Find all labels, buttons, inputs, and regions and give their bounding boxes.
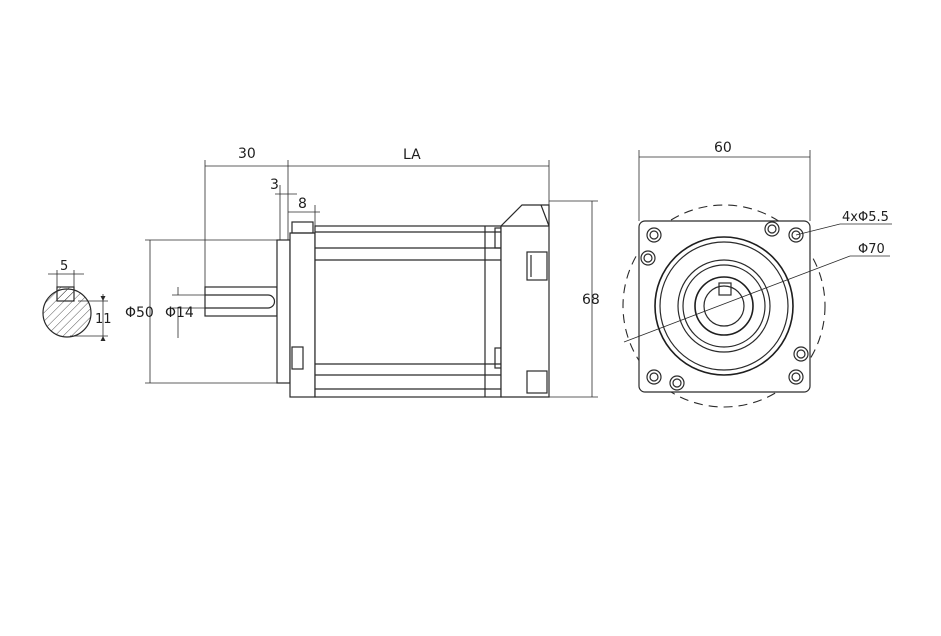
motor-side-view	[204, 204, 550, 398]
key-width-label: 5	[60, 259, 68, 274]
motor-front-view	[622, 204, 826, 408]
pitch-circle-label: Φ70	[858, 242, 885, 257]
body-height-label: 68	[582, 292, 600, 308]
flange-gap-label: 3	[270, 177, 279, 193]
flange-diameter-label: Φ50	[125, 305, 154, 321]
shaft-diameter-label: Φ14	[165, 305, 194, 321]
key-height-label: 11	[95, 312, 112, 327]
shaft-length-label: 30	[238, 146, 256, 162]
flange-thickness-label: 8	[298, 196, 307, 212]
motor-length-label: LA	[403, 147, 421, 163]
shaft-cross-section	[42, 270, 108, 341]
side-view-dimensions	[145, 160, 598, 398]
bolt-holes-label: 4xΦ5.5	[842, 210, 889, 225]
square-width-label: 60	[714, 140, 732, 156]
front-view-dimensions	[623, 150, 892, 343]
